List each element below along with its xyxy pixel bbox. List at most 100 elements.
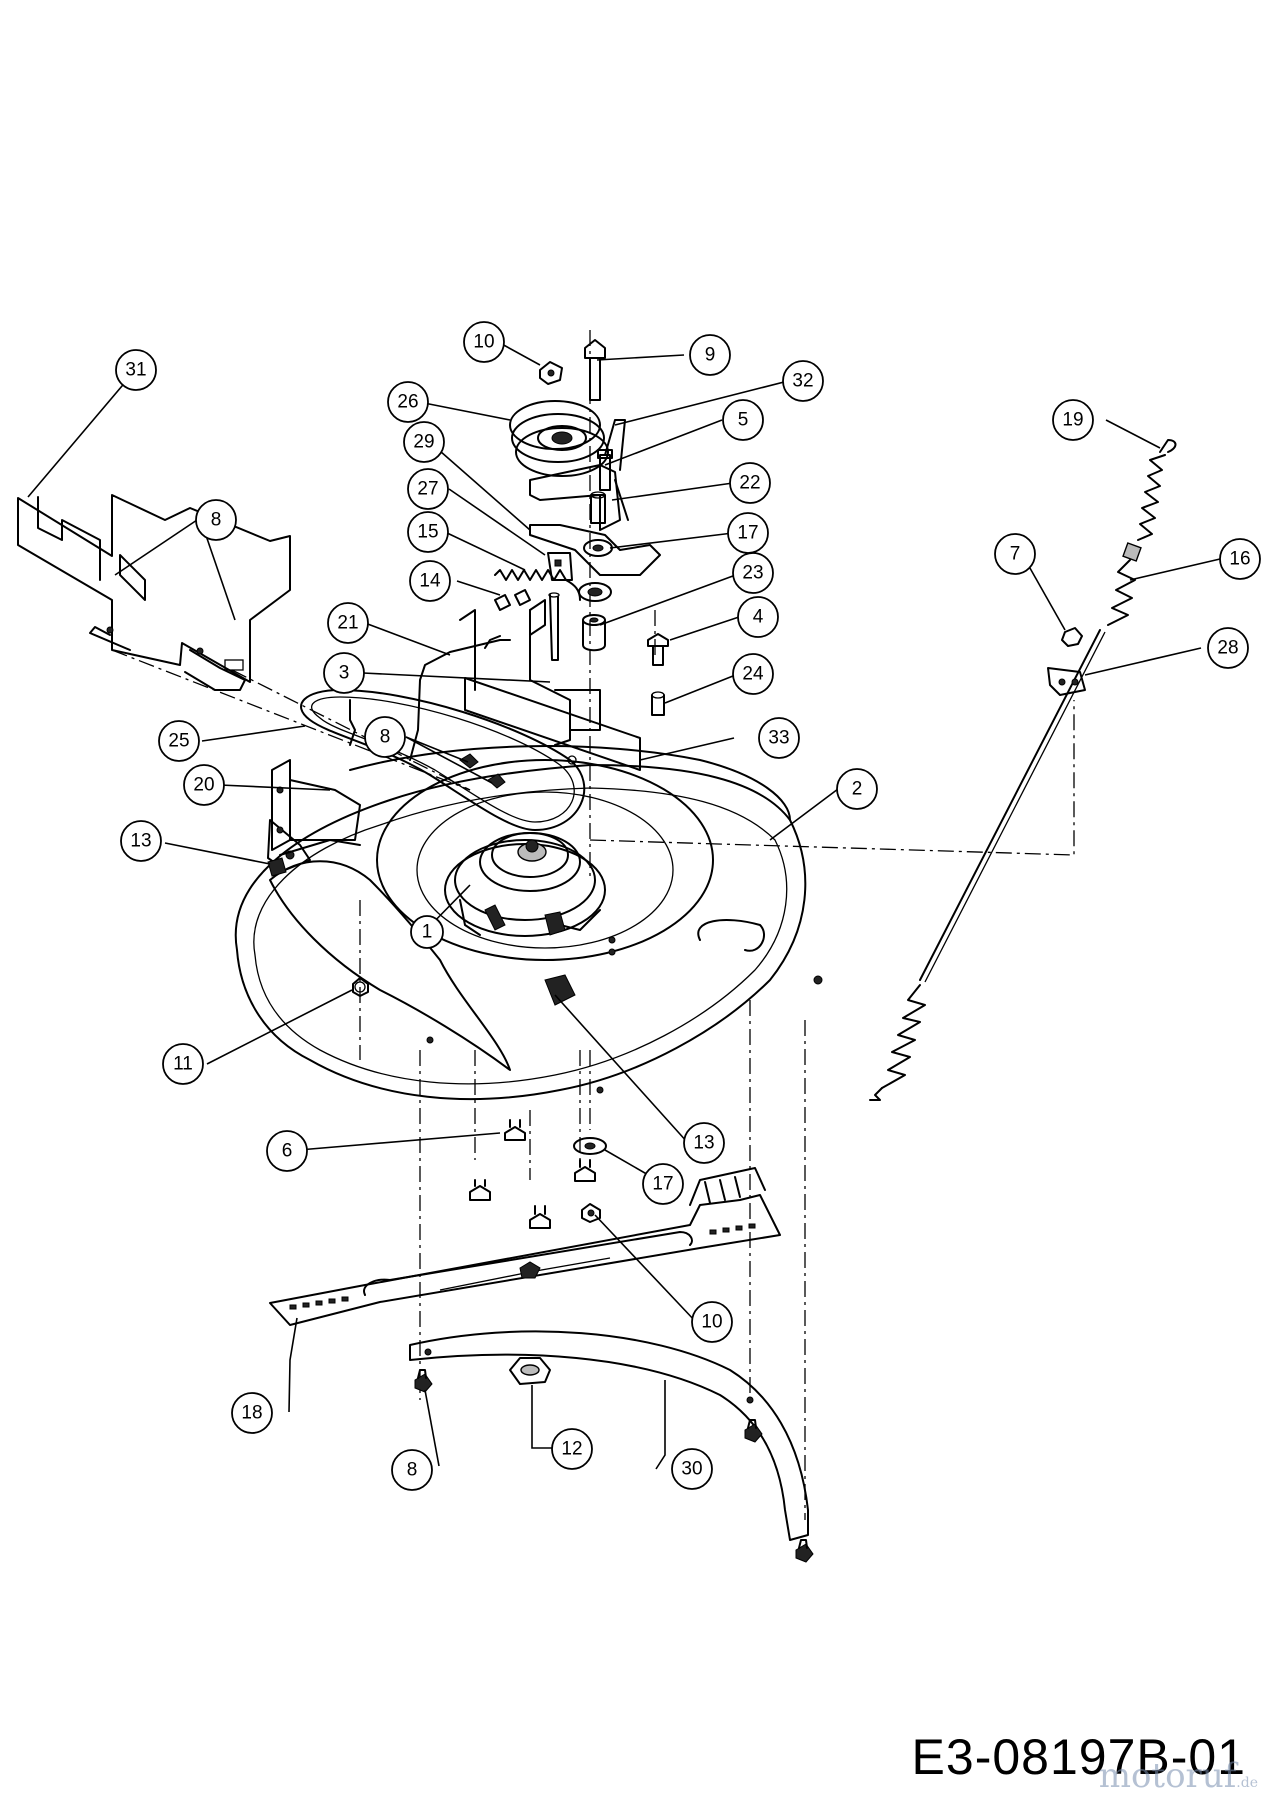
- blade-18: [269, 1167, 781, 1326]
- callout-label: 6: [282, 1141, 293, 1162]
- watermark-brand: motoruf: [1098, 1756, 1237, 1796]
- callout-label: 14: [419, 571, 441, 592]
- callout-13a: 13: [120, 820, 162, 862]
- blade-adapter-12: [509, 1357, 551, 1385]
- callout-label: 18: [241, 1403, 262, 1424]
- callout-label: 10: [701, 1312, 722, 1333]
- callout-label: 1: [422, 922, 433, 943]
- callout-label: 16: [1229, 549, 1250, 570]
- callout-label: 4: [753, 607, 764, 628]
- callout-label: 27: [417, 479, 438, 500]
- callout-label: 3: [339, 663, 350, 684]
- callout-13b: 13: [683, 1122, 725, 1164]
- callout-label: 21: [337, 613, 358, 634]
- callout-30: 30: [671, 1448, 713, 1490]
- callout-label: 23: [742, 563, 763, 584]
- callout-17b: 17: [642, 1163, 684, 1205]
- spacer-22: [590, 491, 606, 524]
- callout-33: 33: [758, 717, 800, 759]
- mower-deck: [234, 745, 823, 1101]
- callout-9: 9: [689, 334, 731, 376]
- spring-19: [1137, 439, 1177, 541]
- callout-label: 30: [681, 1459, 702, 1480]
- callout-label: 29: [413, 432, 434, 453]
- bolts-6: [469, 1119, 596, 1229]
- idler-arm-32: [529, 419, 629, 531]
- leader-lines: [27, 342, 1221, 1470]
- belt-keeper-33: [459, 599, 641, 771]
- drawing-number: E3-08197B-01: [911, 1729, 1246, 1785]
- lower-spring: [869, 984, 926, 1101]
- arc-bumper-30: [409, 1330, 809, 1541]
- callout-label: 5: [738, 410, 749, 431]
- callout-27: 27: [407, 468, 449, 510]
- callout-label: 8: [407, 1460, 418, 1481]
- callout-label: 31: [125, 360, 146, 381]
- callout-label: 11: [173, 1054, 193, 1075]
- spring-15: [494, 569, 581, 601]
- callout-11: 11: [162, 1043, 204, 1085]
- callout-6: 6: [266, 1130, 308, 1172]
- callout-3: 3: [323, 652, 365, 694]
- callout-label: 17: [737, 523, 758, 544]
- callout-label: 20: [193, 775, 214, 796]
- callout-label: 17: [652, 1174, 673, 1195]
- callout-10b: 10: [691, 1301, 733, 1343]
- callout-21: 21: [327, 602, 369, 644]
- bushing-23: [582, 614, 606, 652]
- callout-7: 7: [994, 533, 1036, 575]
- bracket-20: [271, 759, 361, 856]
- callout-2: 2: [836, 768, 878, 810]
- callout-15: 15: [407, 511, 449, 553]
- callout-label: 13: [130, 831, 151, 852]
- callout-25: 25: [158, 720, 200, 762]
- washer-17-top: [583, 539, 613, 557]
- callout-17a: 17: [727, 512, 769, 554]
- cable: [919, 629, 1106, 983]
- nut-11: [352, 977, 369, 997]
- callout-32: 32: [782, 360, 824, 402]
- pin-24: [651, 691, 665, 716]
- callout-1: 1: [410, 915, 444, 949]
- callout-18: 18: [231, 1392, 273, 1434]
- callout-14: 14: [409, 560, 451, 602]
- spindle-pulley: [444, 832, 606, 937]
- callout-label: 9: [705, 345, 716, 366]
- belt-guide-rod: [349, 635, 511, 761]
- idler-bracket-29: [529, 524, 661, 602]
- watermark-logo: motoruf.de: [1099, 1756, 1258, 1796]
- callout-4: 4: [737, 596, 779, 638]
- cable-fitting-16: [1107, 542, 1142, 626]
- nut-10-top: [539, 361, 563, 385]
- callout-28: 28: [1207, 627, 1249, 669]
- callout-label: 24: [742, 664, 764, 685]
- callout-16: 16: [1219, 538, 1261, 580]
- callout-label: 32: [792, 371, 813, 392]
- callout-22: 22: [729, 462, 771, 504]
- watermark-tld: .de: [1236, 1775, 1258, 1791]
- callout-29: 29: [403, 421, 445, 463]
- pivot-shaft-3: [548, 592, 560, 661]
- callout-8c: 8: [391, 1449, 433, 1491]
- clip-13-left: [267, 857, 287, 877]
- callout-8a: 8: [195, 499, 237, 541]
- callout-5: 5: [722, 399, 764, 441]
- washer-17-bottom: [573, 1137, 607, 1155]
- nut-7: [1061, 627, 1083, 647]
- callout-label: 8: [380, 727, 391, 748]
- bolt-4: [647, 633, 669, 666]
- callout-24: 24: [732, 653, 774, 695]
- callout-label: 2: [852, 779, 863, 800]
- callout-26: 26: [387, 381, 429, 423]
- callout-label: 15: [417, 522, 438, 543]
- callout-label: 28: [1217, 638, 1238, 659]
- callout-label: 8: [211, 510, 222, 531]
- callout-label: 12: [561, 1439, 582, 1460]
- bolt-14: [494, 589, 531, 611]
- callout-label: 10: [473, 332, 494, 353]
- callout-label: 13: [693, 1133, 714, 1154]
- bolt-8-bottom: [414, 1369, 814, 1563]
- callout-label: 22: [739, 473, 760, 494]
- idler-pulley-26: [509, 400, 609, 477]
